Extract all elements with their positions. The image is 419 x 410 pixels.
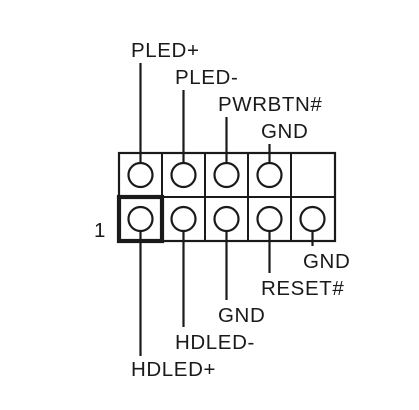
pin1-label: 1	[94, 219, 106, 242]
pin-gnd-right	[299, 205, 326, 233]
pin-reset	[256, 205, 283, 233]
top-leader-lines	[139, 63, 271, 163]
label-pled-plus: PLED+	[131, 39, 200, 62]
label-gnd-top: GND	[261, 120, 308, 143]
bottom-leader-lines	[139, 231, 314, 356]
pin-gnd-top	[256, 161, 283, 189]
pin-gnd-bottom	[213, 205, 240, 233]
label-pwrbtn: PWRBTN#	[218, 93, 322, 116]
bottom-row-pins	[127, 205, 326, 233]
label-gnd-right: GND	[303, 250, 350, 273]
label-reset: RESET#	[261, 277, 344, 300]
pin-pwrbtn	[213, 161, 240, 189]
pin-pled-plus	[127, 161, 154, 189]
pin-pled-minus	[170, 161, 197, 189]
label-gnd-bottom: GND	[218, 304, 265, 327]
label-pled-minus: PLED-	[175, 66, 238, 89]
pin-hdled-minus	[170, 205, 197, 233]
label-hdled-minus: HDLED-	[175, 331, 255, 354]
label-hdled-plus: HDLED+	[131, 358, 216, 381]
pin-hdled-plus	[127, 205, 154, 233]
